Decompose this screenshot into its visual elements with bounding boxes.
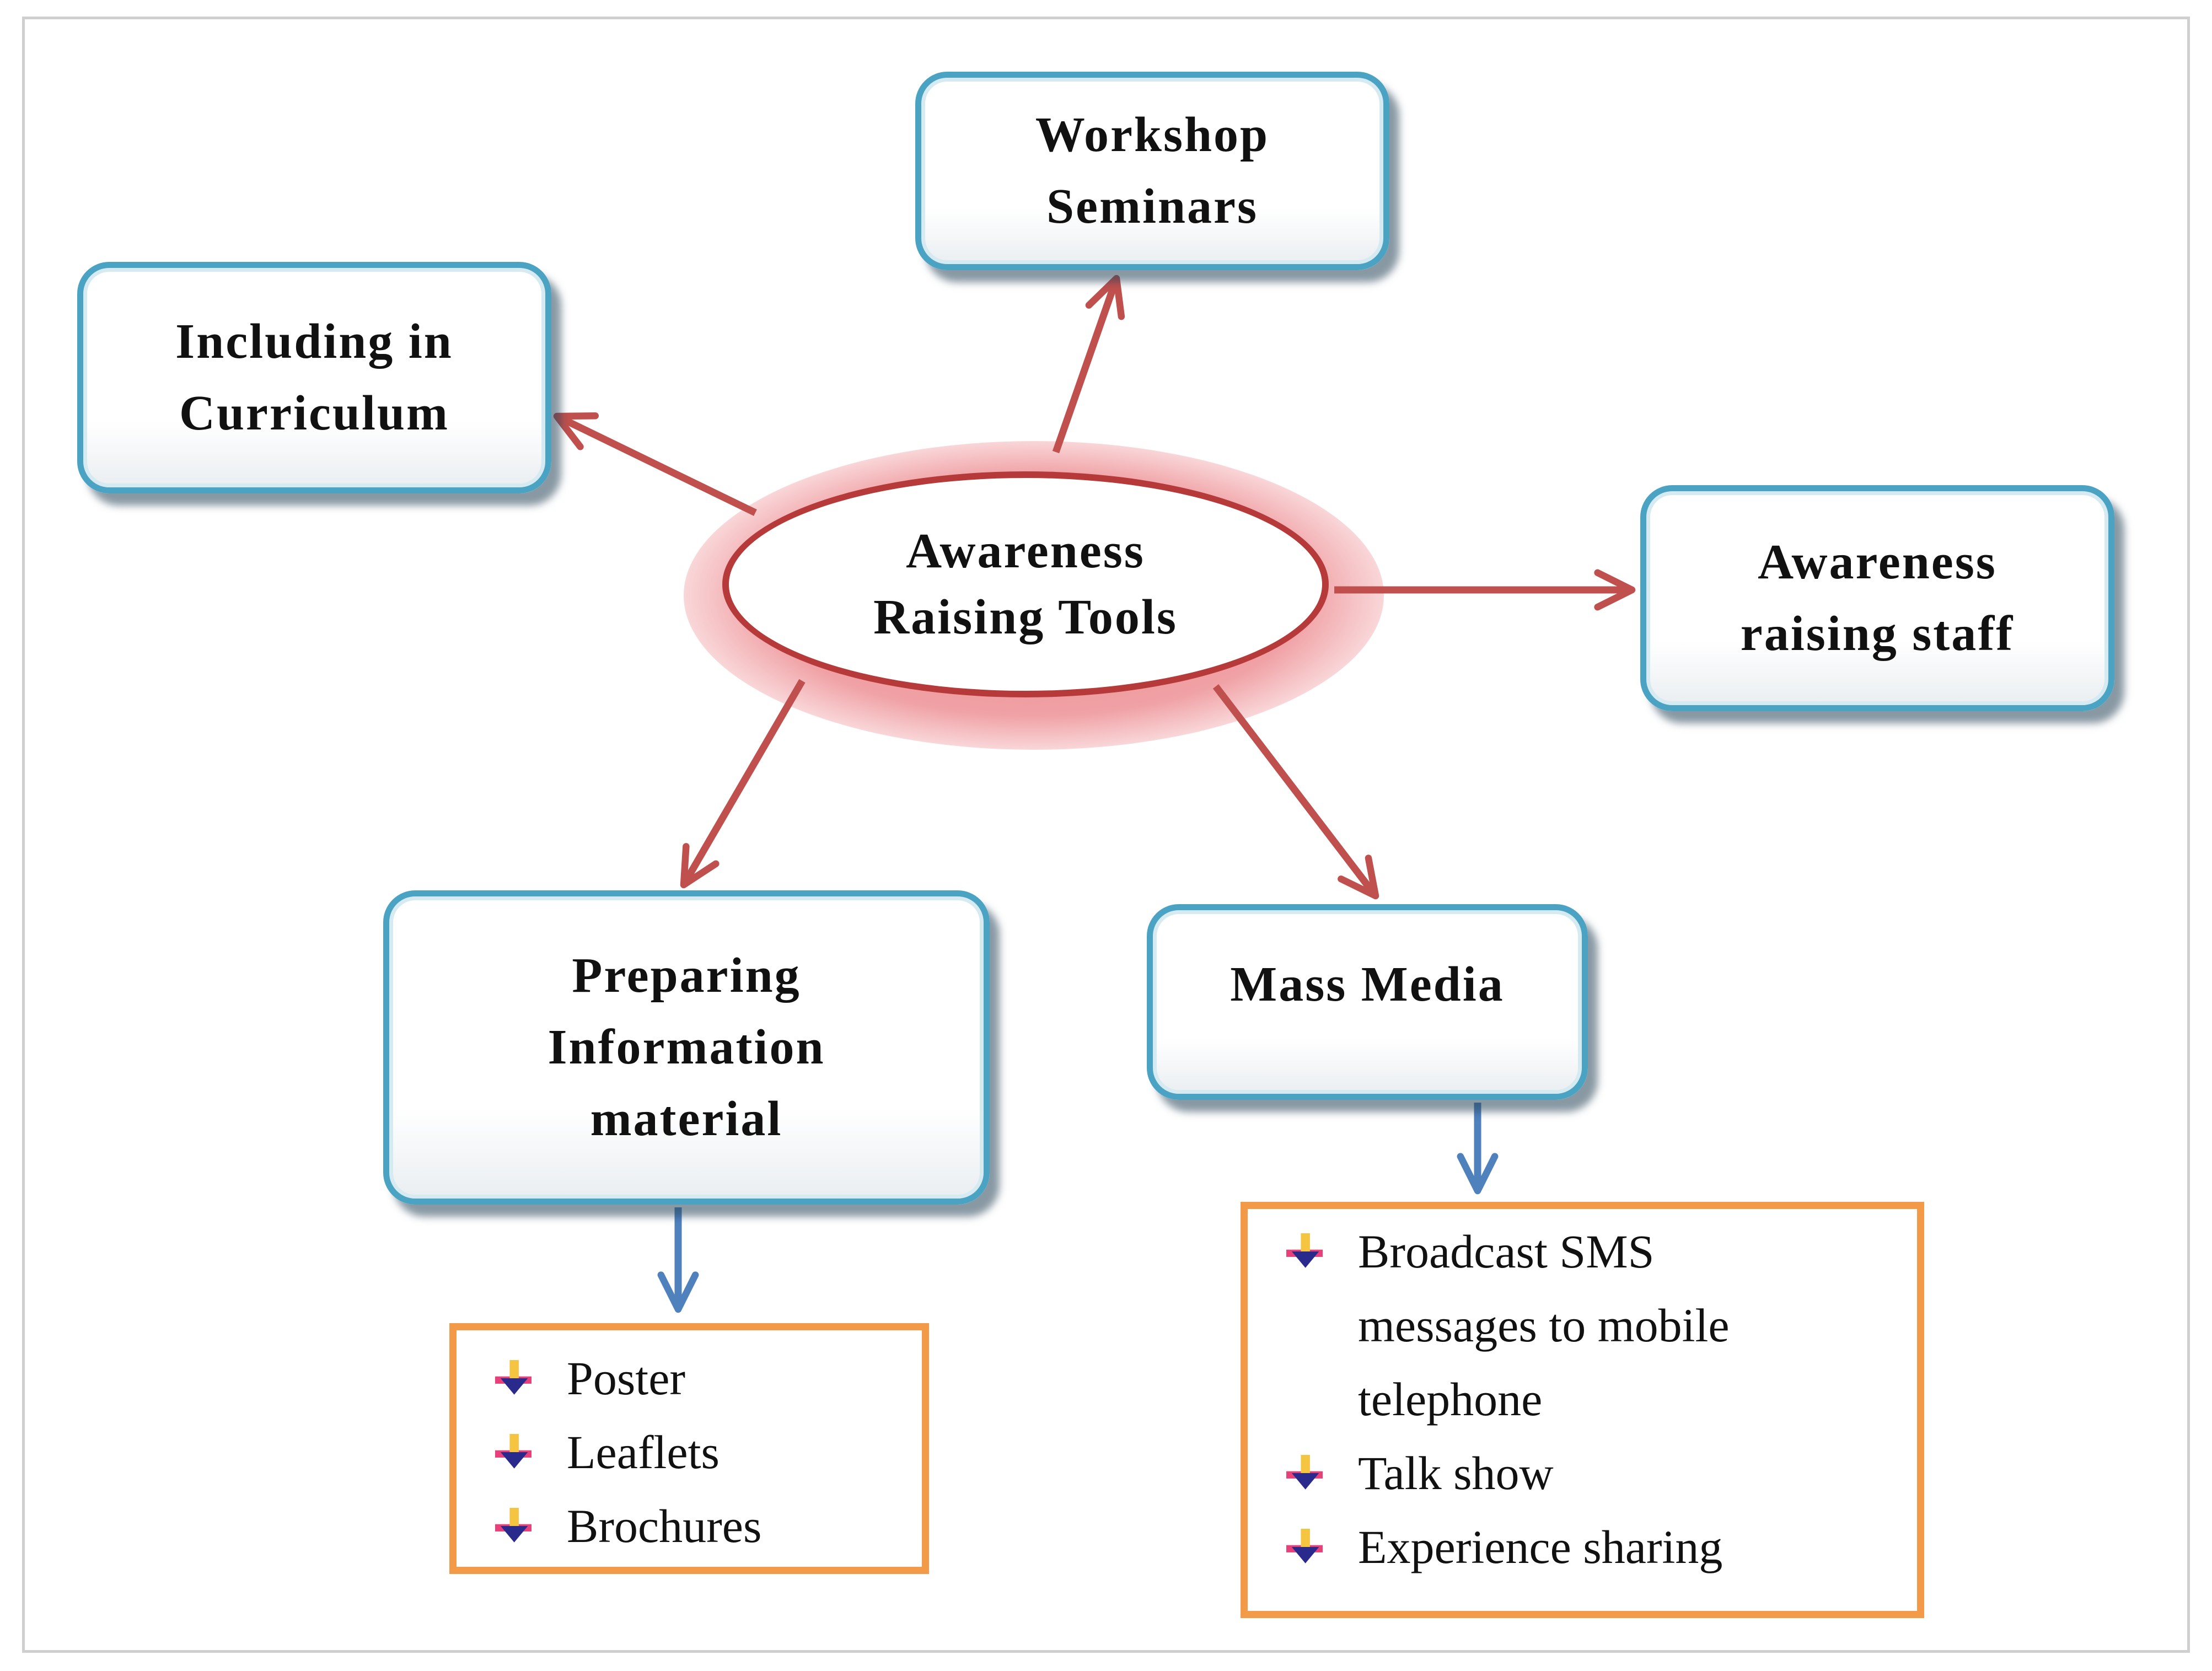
node-curriculum-line1: Including in (175, 314, 453, 369)
arrow-bullet-icon (495, 1434, 531, 1469)
list-item-continuation: telephone (1248, 1362, 1917, 1436)
list-item-text: messages to mobile (1358, 1299, 1730, 1352)
node-media-line1: Mass Media (1230, 957, 1505, 1012)
list-item-text: Poster (567, 1352, 685, 1405)
node-media: Mass Media (1147, 904, 1588, 1100)
list-item-text: Broadcast SMS (1358, 1225, 1655, 1278)
arrow-bullet-icon (1286, 1529, 1323, 1563)
arrow-bullet-icon (495, 1508, 531, 1543)
center-node: Awareness Raising Tools (722, 471, 1329, 697)
arrow-bullet-icon (495, 1360, 531, 1395)
center-label-line2: Raising Tools (873, 590, 1178, 644)
list-item-text: Leaflets (567, 1426, 720, 1479)
list-item-text: Brochures (567, 1500, 762, 1552)
arrow-to-curriculum (553, 412, 757, 516)
node-information-line2: Information (547, 1020, 825, 1074)
list-item: Broadcast SMS (1248, 1215, 1917, 1288)
node-curriculum-line2: Curriculum (179, 386, 449, 440)
list-item: Experience sharing (1248, 1510, 1917, 1584)
information-materials-list: Poster Leaflets Brochures (449, 1323, 929, 1574)
node-information-line3: material (590, 1092, 783, 1146)
arrow-bullet-icon (1286, 1455, 1323, 1490)
node-workshop-line1: Workshop (1035, 108, 1270, 162)
node-staff-line2: raising staff (1740, 606, 2015, 661)
list-item-continuation: messages to mobile (1248, 1288, 1917, 1362)
list-item-text: telephone (1358, 1373, 1543, 1426)
node-workshop: Workshop Seminars (915, 72, 1389, 270)
list-item: Poster (457, 1341, 922, 1415)
list-item: Talk show (1248, 1436, 1917, 1510)
node-staff-line1: Awareness (1758, 535, 1997, 589)
arrow-bullet-icon (1286, 1233, 1323, 1268)
mass-media-list: Broadcast SMS messages to mobile telepho… (1241, 1202, 1924, 1618)
arrow-to-workshop (1052, 275, 1125, 454)
diagram-frame (22, 17, 2190, 1653)
list-item-text: Experience sharing (1358, 1520, 1723, 1573)
center-label-line1: Awareness (906, 524, 1145, 578)
node-staff: Awareness raising staff (1640, 485, 2114, 711)
node-information: Preparing Information material (383, 890, 990, 1205)
list-item: Leaflets (457, 1415, 922, 1489)
list-item-text: Talk show (1358, 1447, 1554, 1500)
arrow-to-media (1212, 684, 1379, 900)
list-item: Brochures (457, 1489, 922, 1563)
node-information-line1: Preparing (572, 948, 801, 1003)
arrow-to-information (680, 679, 806, 889)
node-workshop-line2: Seminars (1046, 179, 1258, 234)
node-curriculum: Including in Curriculum (77, 262, 551, 493)
